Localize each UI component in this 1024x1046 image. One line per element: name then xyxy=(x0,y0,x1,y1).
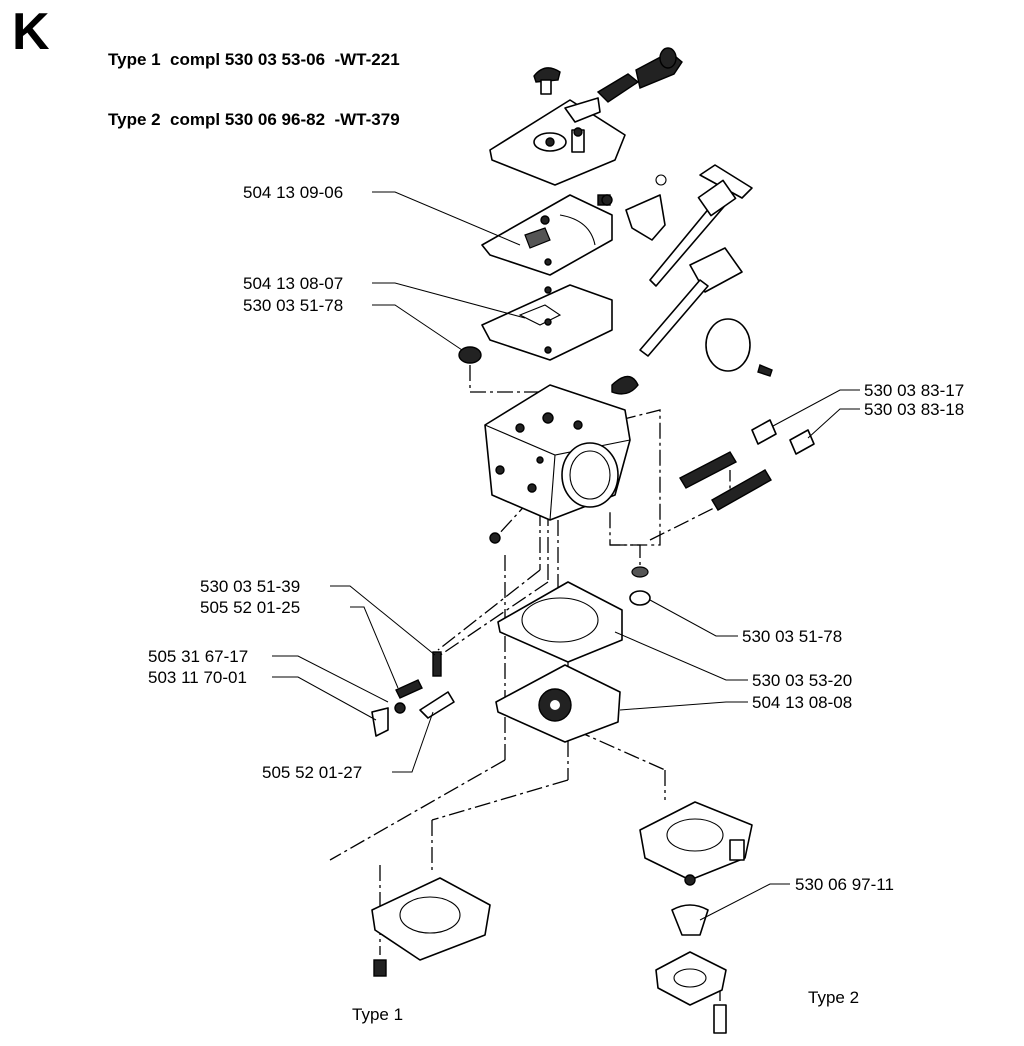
carburetor-parts xyxy=(371,47,815,1034)
label-505-31-67-17: 505 31 67-17 xyxy=(148,647,248,666)
type2-bottom-plate xyxy=(655,951,727,1034)
label-504-13-08-08: 504 13 08-08 xyxy=(752,693,852,712)
metering-cover xyxy=(489,97,626,186)
primer-bulb xyxy=(671,904,709,936)
leader-lines xyxy=(272,191,860,921)
label-530-03-51-78-top: 530 03 51-78 xyxy=(243,296,343,315)
body-screw xyxy=(489,532,501,544)
label-530-03-83-17: 530 03 83-17 xyxy=(864,381,964,400)
type-labels: Type 1 Type 2 xyxy=(352,988,859,1024)
metering-gasket xyxy=(481,284,613,361)
pump-gasket xyxy=(497,581,623,663)
part-number-labels: 504 13 09-06 504 13 08-07 530 03 51-78 5… xyxy=(148,183,964,894)
type1-cover xyxy=(371,877,491,977)
throttle-shaft xyxy=(649,164,753,287)
label-504-13-08-07: 504 13 08-07 xyxy=(243,274,343,293)
filter-screen xyxy=(458,346,482,364)
inlet-lever-parts xyxy=(597,194,666,241)
header-line-type1: Type 1 compl 530 03 53-06 -WT-221 xyxy=(108,50,400,69)
check-valve xyxy=(631,566,649,578)
choke-shaft xyxy=(639,247,773,377)
type1-label: Type 1 xyxy=(352,1005,403,1024)
section-letter: K xyxy=(12,3,50,61)
inlet-needle-parts xyxy=(371,651,455,737)
label-504-13-09-06: 504 13 09-06 xyxy=(243,183,343,202)
type2-pump-cover xyxy=(639,801,753,886)
plug xyxy=(629,590,651,606)
assembly-header: Type 1 compl 530 03 53-06 -WT-221 Type 2… xyxy=(108,10,400,150)
label-505-52-01-25: 505 52 01-25 xyxy=(200,598,300,617)
label-530-03-51-39: 530 03 51-39 xyxy=(200,577,300,596)
label-505-52-01-27: 505 52 01-27 xyxy=(262,763,362,782)
header-line-type2: Type 2 compl 530 06 96-82 -WT-379 xyxy=(108,110,400,129)
label-530-03-53-20: 530 03 53-20 xyxy=(752,671,852,690)
label-503-11-70-01: 503 11 70-01 xyxy=(148,668,247,687)
label-530-03-83-18: 530 03 83-18 xyxy=(864,400,964,419)
adjusting-needles xyxy=(679,419,815,511)
label-530-06-97-11: 530 06 97-11 xyxy=(795,875,894,894)
label-530-03-51-78-bottom: 530 03 51-78 xyxy=(742,627,842,646)
metering-diaphragm xyxy=(481,194,613,276)
carburetor-body xyxy=(484,384,631,521)
pump-diaphragm xyxy=(495,664,621,743)
type2-label: Type 2 xyxy=(808,988,859,1007)
top-screw-assembly xyxy=(533,47,683,103)
shaft-spring xyxy=(611,375,639,395)
